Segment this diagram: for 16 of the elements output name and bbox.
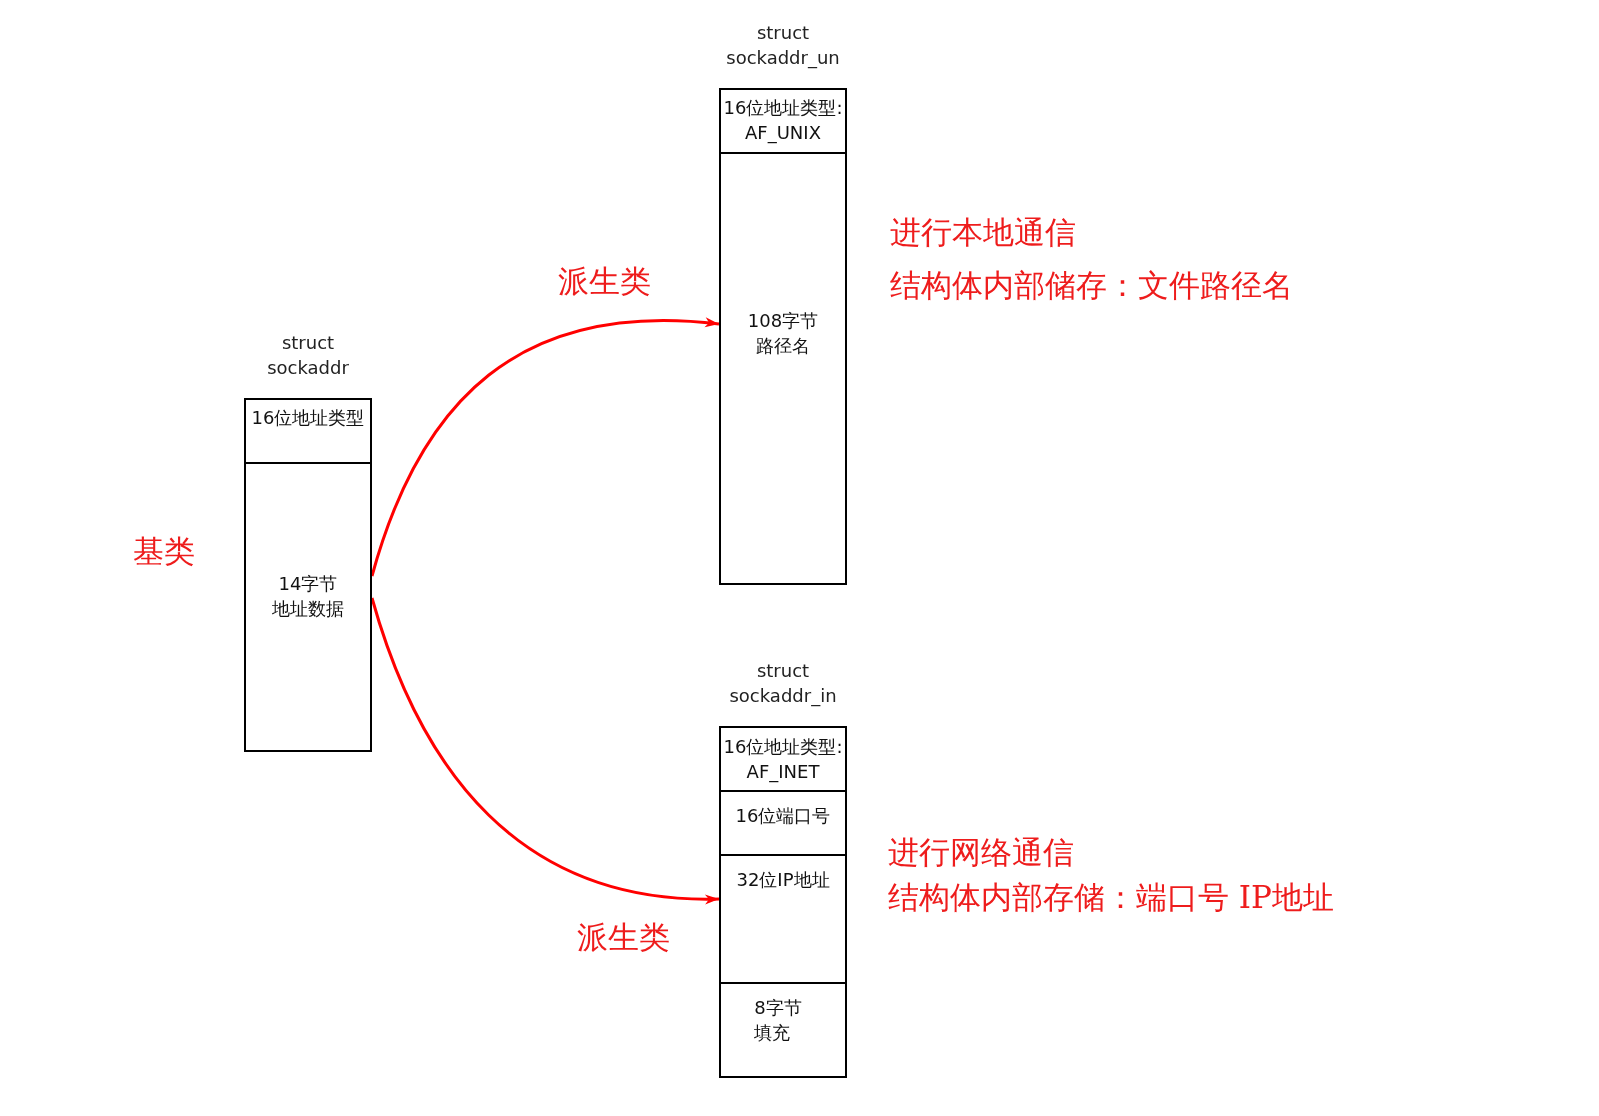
field-text: 108字节路径名	[746, 309, 820, 358]
struct-name: struct sockaddr	[267, 331, 349, 380]
field-text: 16位地址类型: AF_UNIX	[722, 96, 844, 145]
annotation-text: 进行网络通信	[888, 834, 1074, 870]
struct-name: struct sockaddr_in	[729, 659, 837, 708]
field-text: 16位地址类型: AF_INET	[722, 735, 844, 784]
struct-name: struct sockaddr_un	[726, 21, 840, 70]
field-text: 8字节填充	[754, 996, 803, 1045]
annotation-text: 基类	[133, 533, 195, 569]
field-text: 16位地址类型	[250, 406, 366, 430]
field-text: 32位IP地址	[735, 868, 831, 892]
field-text: 14字节地址数据	[271, 572, 345, 621]
annotation-text: 进行本地通信	[890, 214, 1076, 250]
field-text: 16位端口号	[734, 804, 832, 828]
annotation-text: 结构体内部储存：文件路径名	[890, 267, 1293, 303]
annotation-text: 结构体内部存储：端口号 IP地址	[888, 879, 1334, 915]
